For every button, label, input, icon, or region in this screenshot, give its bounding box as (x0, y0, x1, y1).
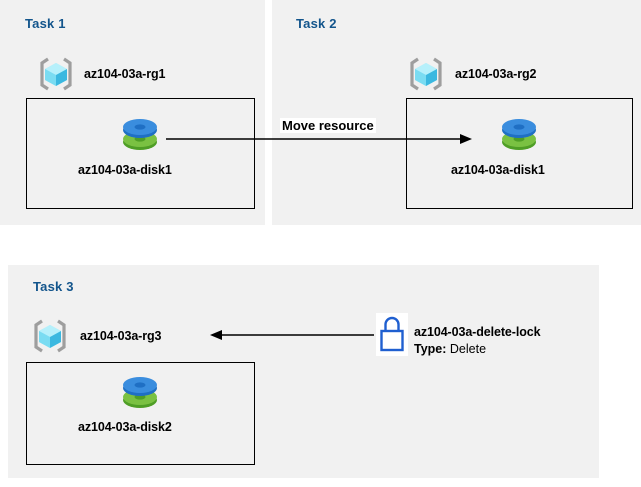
resource-group-icon (410, 57, 442, 91)
lock-icon (380, 316, 404, 352)
lock-applies-arrow (210, 330, 374, 340)
lock-type-value: Delete (449, 342, 487, 356)
task-1-rg-label: az104-03a-rg1 (84, 67, 166, 81)
task-2-panel (272, 0, 641, 225)
task-3-disk-label: az104-03a-disk2 (78, 420, 172, 434)
task-1-title: Task 1 (25, 16, 66, 31)
lock-type-label: Type: Delete (414, 342, 486, 356)
task-3-title: Task 3 (33, 279, 74, 294)
task-1-disk-label: az104-03a-disk1 (78, 163, 172, 177)
task-2-title: Task 2 (296, 16, 337, 31)
task-3-panel (8, 265, 599, 478)
managed-disk-icon (502, 119, 536, 150)
task-2-resource-box (406, 98, 633, 209)
task-2-rg-label: az104-03a-rg2 (455, 67, 537, 81)
lock-type-key: Type: (414, 342, 447, 356)
task-1-panel (0, 0, 265, 225)
task-3-resource-box (26, 362, 255, 465)
managed-disk-icon (123, 119, 157, 150)
managed-disk-icon (123, 377, 157, 408)
resource-group-icon (34, 319, 66, 353)
move-resource-arrow (166, 134, 472, 144)
move-resource-label: Move resource (280, 118, 376, 133)
task-2-disk-label: az104-03a-disk1 (451, 163, 545, 177)
lock-name-label: az104-03a-delete-lock (414, 325, 541, 339)
task-3-rg-label: az104-03a-rg3 (80, 329, 162, 343)
task-1-resource-box (26, 98, 255, 209)
resource-group-icon (40, 57, 72, 91)
